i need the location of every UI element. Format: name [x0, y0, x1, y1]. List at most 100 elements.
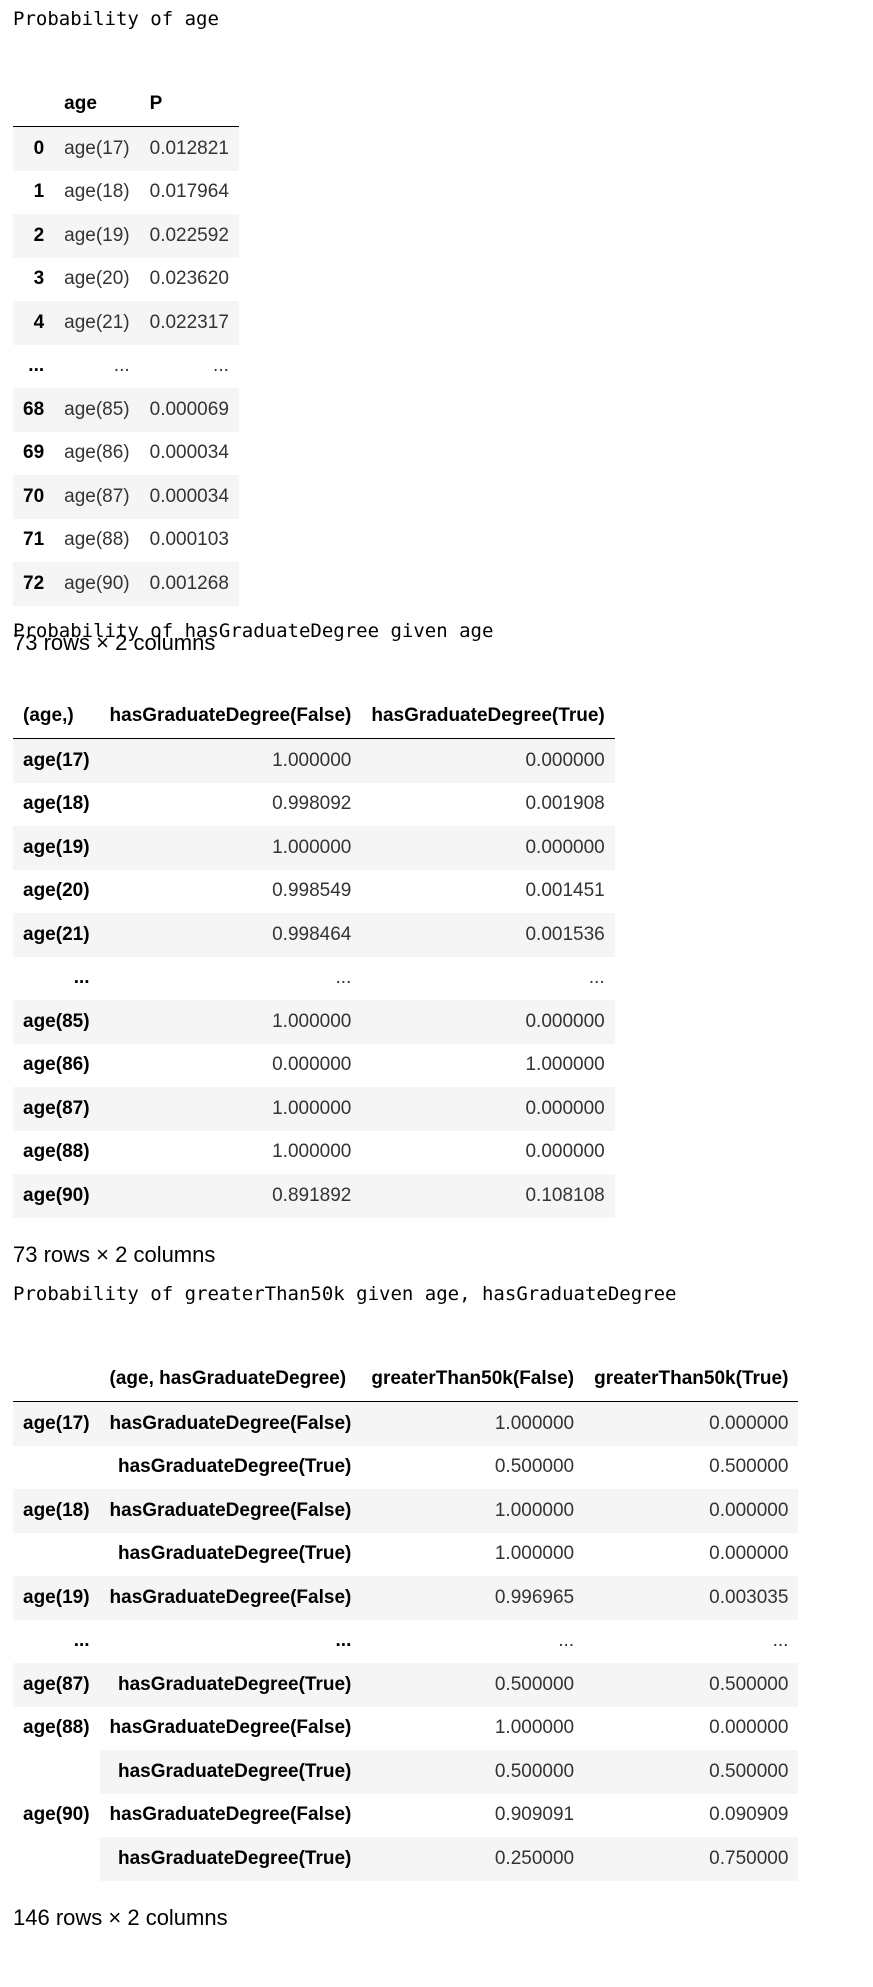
cell-p: 0.000034	[139, 475, 239, 519]
output-section-greaterthan50k: Probability of greaterThan50k given age,…	[13, 1269, 873, 1931]
cell-false: 1.000000	[361, 1401, 585, 1446]
cell-true: 0.000000	[361, 826, 615, 870]
cell-age: age(18)	[64, 181, 130, 203]
row-index: age(18)	[23, 793, 90, 815]
column-header-false: greaterThan50k(False)	[361, 1342, 585, 1402]
row-index: 68	[13, 388, 55, 432]
row-index-degree: hasGraduateDegree(True)	[118, 1543, 352, 1565]
cell-p: ...	[213, 355, 229, 377]
cell-false: 0.500000	[494, 1456, 575, 1478]
cell-true: ...	[772, 1630, 789, 1652]
row-index-degree: hasGraduateDegree(True)	[99, 1837, 362, 1881]
cell-true: 0.000000	[584, 1489, 799, 1533]
cell-true: 0.090909	[709, 1804, 789, 1826]
cell-false: 0.996965	[361, 1576, 585, 1620]
cell-true: 0.000000	[584, 1401, 799, 1446]
row-index: age(86)	[23, 1054, 90, 1076]
cell-p: 0.022592	[139, 214, 239, 258]
cell-age: age(19)	[54, 214, 140, 258]
row-index-degree: hasGraduateDegree(False)	[109, 1717, 352, 1739]
cell-p: 0.022317	[139, 301, 239, 345]
row-index-age	[13, 1837, 100, 1881]
cell-false: 1.000000	[272, 1141, 352, 1163]
row-index: age(88)	[23, 1141, 90, 1163]
cell-true: 0.750000	[584, 1837, 799, 1881]
row-index-degree: hasGraduateDegree(False)	[109, 1804, 352, 1826]
cell-p: 0.017964	[149, 181, 229, 203]
cell-false: 0.500000	[361, 1663, 585, 1707]
row-index-age	[13, 1446, 100, 1490]
shape-caption: 73 rows × 2 columns	[13, 1241, 216, 1267]
cell-age: age(90)	[54, 562, 140, 606]
cell-false: ...	[558, 1630, 575, 1652]
cell-false: 1.000000	[494, 1543, 575, 1565]
cell-false: 0.998464	[99, 913, 362, 957]
cell-false: 0.000000	[272, 1054, 352, 1076]
row-index: ...	[28, 355, 45, 377]
cell-age: age(21)	[54, 301, 140, 345]
row-index: age(85)	[13, 1000, 100, 1044]
stream-output-title: Probability of greaterThan50k given age,…	[13, 1283, 677, 1305]
row-index: age(20)	[23, 880, 90, 902]
cell-true: 0.500000	[584, 1750, 799, 1794]
row-index-degree: ...	[335, 1630, 352, 1652]
table-header-row: age P	[13, 67, 239, 127]
cell-p: 0.000034	[149, 442, 229, 464]
row-index-degree: hasGraduateDegree(False)	[99, 1401, 362, 1446]
row-index: age(87)	[13, 1087, 100, 1131]
table-row: age(88) 1.000000 0.000000	[13, 1131, 615, 1175]
cell-true: 0.003035	[584, 1576, 799, 1620]
row-index-degree: hasGraduateDegree(True)	[118, 1456, 352, 1478]
row-index: 70	[13, 475, 55, 519]
row-index: 2	[13, 214, 55, 258]
row-index: 72	[13, 562, 55, 606]
output-section-hasgraduatedegree: Probability of hasGraduateDegree given a…	[13, 606, 873, 1269]
column-header-true: greaterThan50k(True)	[584, 1342, 799, 1402]
cell-p: 0.012821	[139, 126, 239, 171]
cell-false: 1.000000	[361, 1489, 585, 1533]
dataframe-table: (age,) hasGraduateDegree(False) hasGradu…	[13, 679, 615, 1218]
row-index: 71	[23, 529, 45, 551]
column-header-false: hasGraduateDegree(False)	[99, 679, 362, 739]
index-header	[13, 67, 55, 127]
row-index-age: age(17)	[13, 1401, 100, 1446]
cell-true: ...	[588, 967, 605, 989]
cell-true: 0.001536	[361, 913, 615, 957]
cell-false: 1.000000	[99, 1000, 362, 1044]
row-index: age(90)	[13, 1174, 100, 1218]
cell-age: age(85)	[54, 388, 140, 432]
shape-caption: 73 rows × 2 columns	[13, 629, 216, 655]
row-index-degree: hasGraduateDegree(False)	[99, 1489, 362, 1533]
cell-age: age(86)	[64, 442, 130, 464]
row-index: 3	[33, 268, 45, 290]
cell-true: 0.000000	[525, 1141, 605, 1163]
row-index-age	[13, 1533, 100, 1577]
cell-true: 0.000000	[361, 1087, 615, 1131]
cell-false: 1.000000	[99, 738, 362, 783]
cell-p: 0.000069	[139, 388, 239, 432]
cell-p: 0.000103	[149, 529, 229, 551]
row-index-age: ...	[73, 1630, 90, 1652]
row-index-degree: hasGraduateDegree(True)	[99, 1750, 362, 1794]
row-index-degree: hasGraduateDegree(True)	[99, 1663, 362, 1707]
cell-age: age(17)	[54, 126, 140, 171]
index-header-level1: (age, hasGraduateDegree)	[99, 1342, 362, 1402]
